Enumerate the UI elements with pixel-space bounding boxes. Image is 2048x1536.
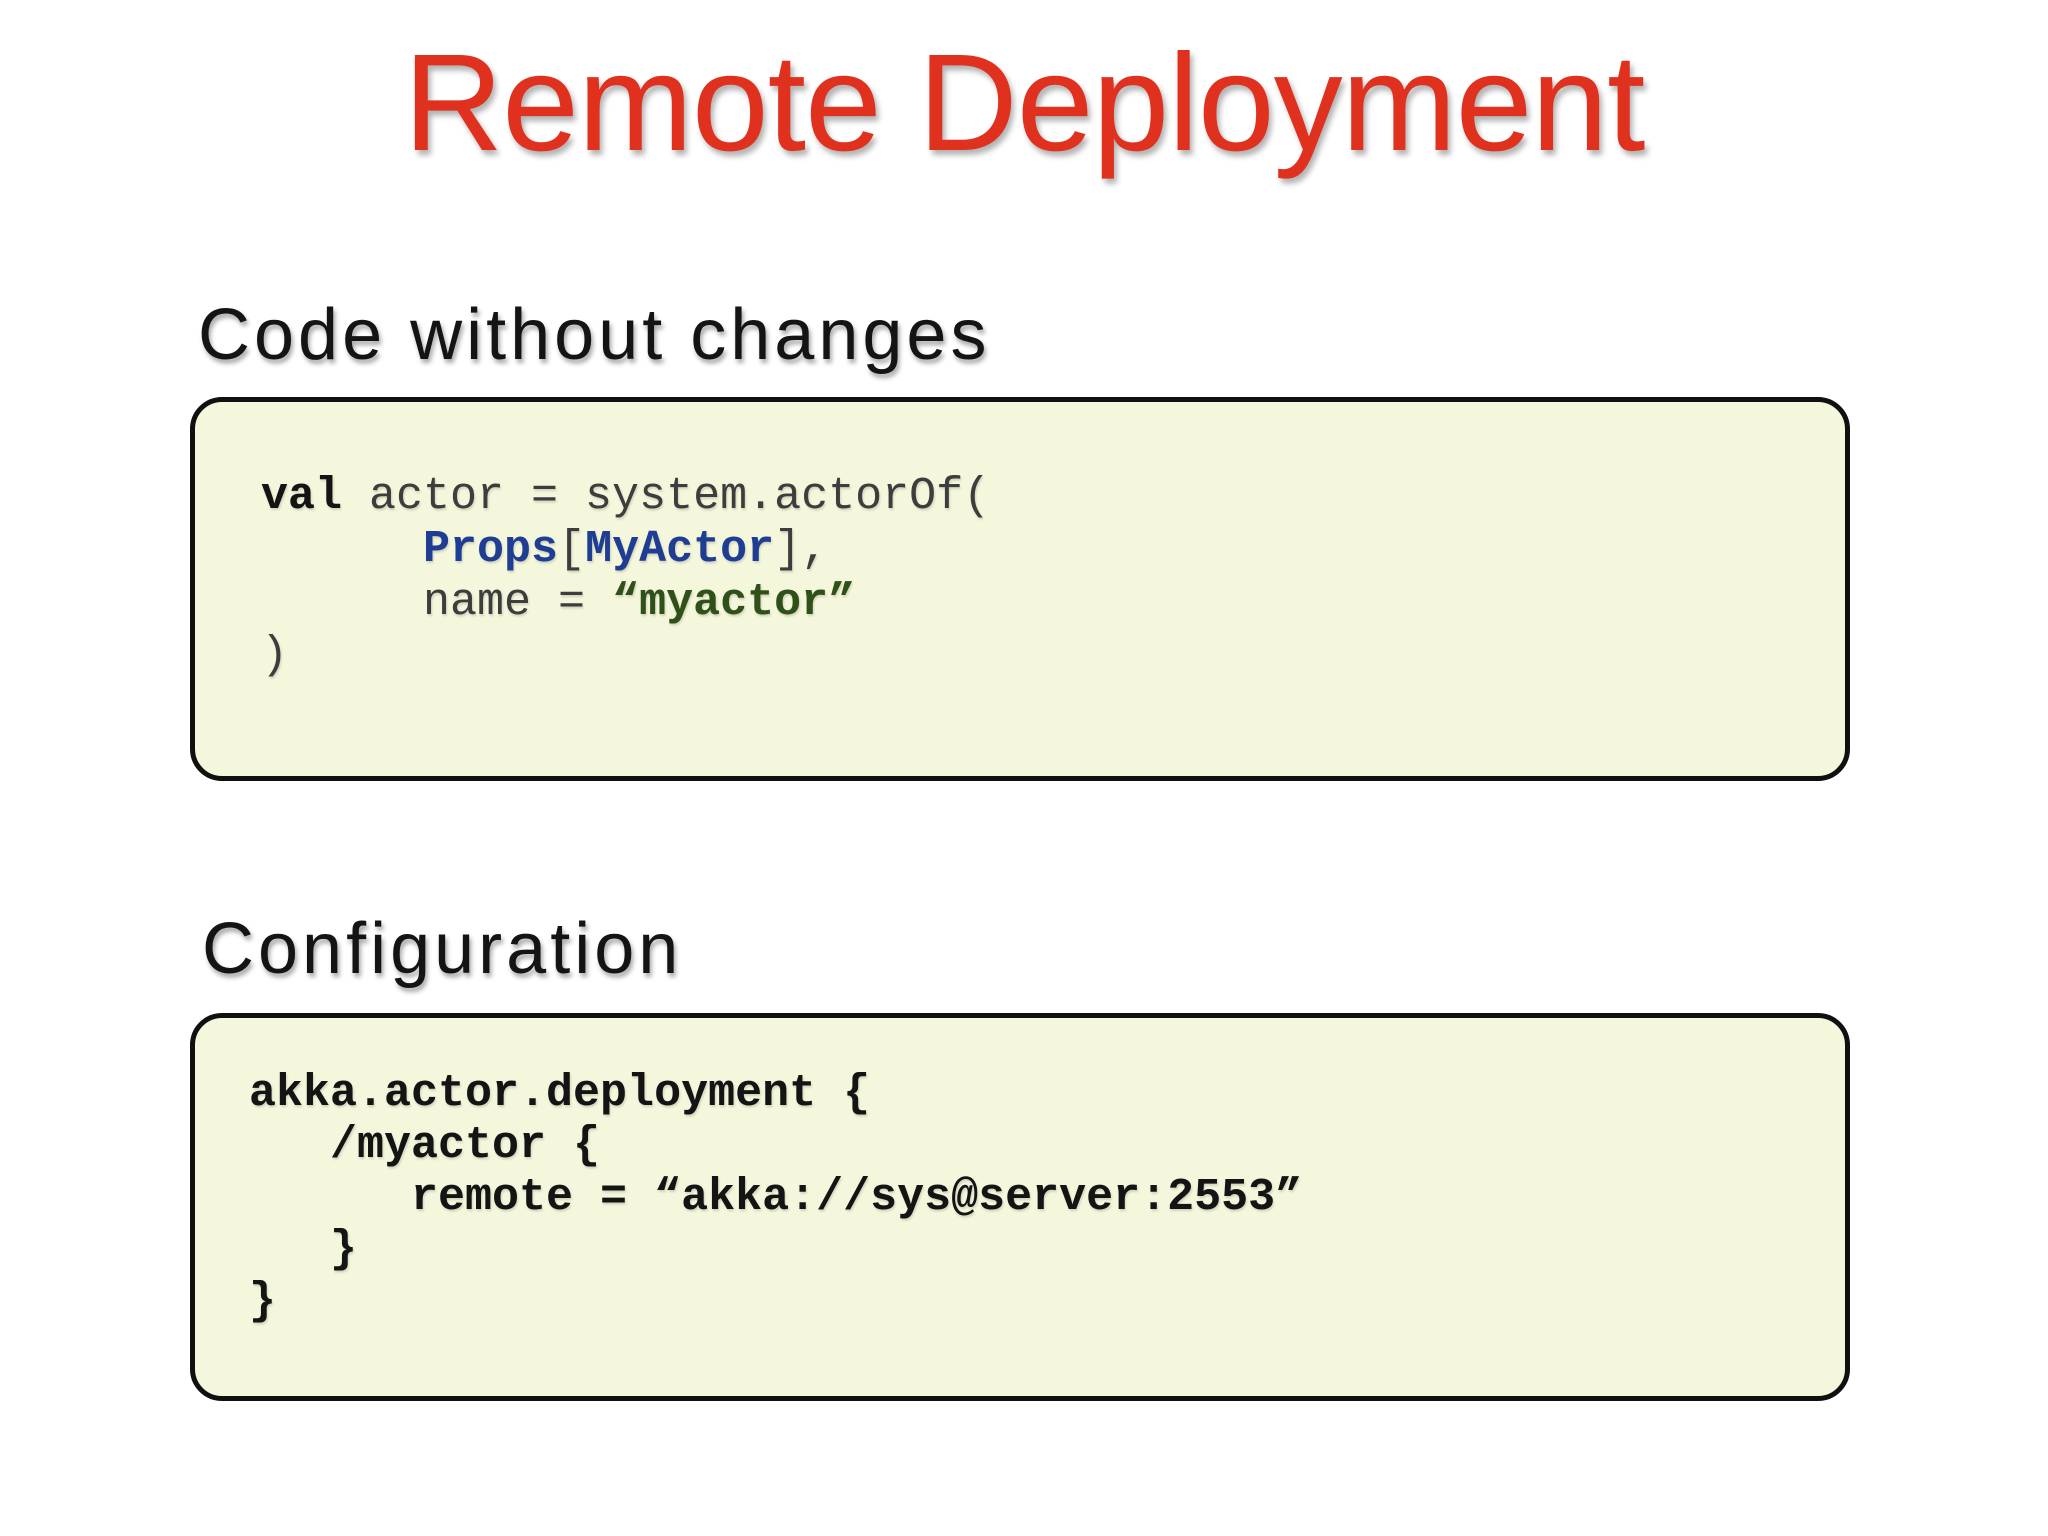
config-line-1: akka.actor.deployment { <box>249 1068 1825 1120</box>
scala-code-box: val actor = system.actorOf( Props[MyActo… <box>190 397 1850 781</box>
config-code-token: /myactor { <box>249 1120 601 1171</box>
config-line-3: remote = “akka://sys@server:2553” <box>249 1172 1825 1224</box>
heading-configuration: Configuration <box>202 909 683 989</box>
props-type-token: Props <box>423 524 559 575</box>
paren-close-token: ) <box>261 630 289 681</box>
slide-title: Remote Deployment <box>403 26 1646 180</box>
bracket-open-token: [ <box>558 524 586 575</box>
config-code-token: } <box>249 1224 358 1275</box>
code-line-3: name = “myactor” <box>261 576 1825 629</box>
config-line-5: } <box>249 1276 1825 1328</box>
config-code-box: akka.actor.deployment { /myactor { remot… <box>190 1013 1850 1401</box>
config-code-token: akka.actor.deployment { <box>249 1068 871 1119</box>
code-line-2: Props[MyActor], <box>261 523 1825 576</box>
myactor-type-token: MyActor <box>585 524 775 575</box>
plain-code-token: actor = system.actorOf( <box>342 471 991 522</box>
config-code-token: remote = “akka://sys@server:2553” <box>249 1172 1303 1223</box>
actor-name-string-token: “myactor” <box>612 577 856 628</box>
config-line-2: /myactor { <box>249 1120 1825 1172</box>
bracket-close-token: ], <box>774 524 829 575</box>
config-line-4: } <box>249 1224 1825 1276</box>
keyword-val-token: val <box>261 471 343 522</box>
config-code-token: } <box>249 1276 277 1327</box>
name-param-token: name = <box>261 577 613 628</box>
heading-code-without-changes: Code without changes <box>198 295 991 375</box>
indent-token <box>261 524 423 575</box>
code-line-4: ) <box>261 629 1825 682</box>
code-line-1: val actor = system.actorOf( <box>261 470 1825 523</box>
